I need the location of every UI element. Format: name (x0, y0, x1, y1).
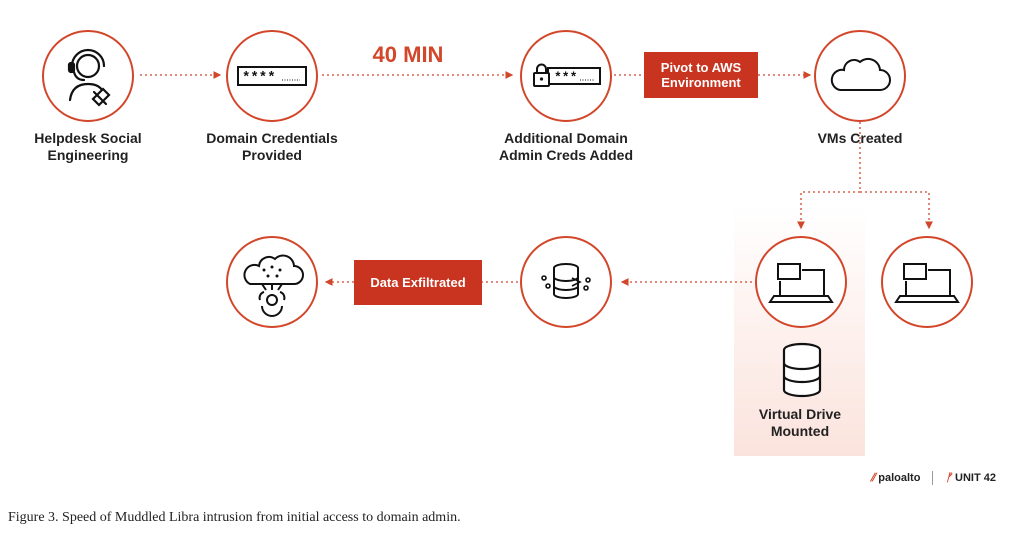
credentials-label-line1: Domain Credentials (206, 130, 338, 146)
password-mask-text: **** (242, 70, 276, 86)
pivot-tag-line2: Environment (661, 75, 741, 90)
credentials-label: Domain Credentials Provided (196, 130, 348, 164)
vms-label: VMs Created (790, 130, 930, 147)
pivot-tag: Pivot to AWS Environment (644, 52, 758, 98)
compromised-cloud-icon (243, 254, 304, 317)
virtual-drive-label: Virtual Drive Mounted (740, 406, 860, 440)
connector-branch-laptop2 (860, 191, 933, 230)
credentials-node: **** (226, 30, 318, 122)
vm-laptop-2-node (881, 236, 973, 328)
database-transfer-icon (541, 263, 591, 299)
admin-mask-text: *** (554, 70, 577, 85)
helpdesk-label: Helpdesk Social Engineering (20, 130, 156, 164)
headset-agent-icon (67, 48, 111, 107)
virtual-drive-label-line1: Virtual Drive (758, 406, 842, 422)
credentials-label-line2: Provided (242, 147, 302, 163)
helpdesk-label-line1: Helpdesk Social (34, 130, 142, 146)
exfil-tag-line1: Data Exfiltrated (370, 275, 466, 290)
locked-password-icon: *** (533, 63, 601, 87)
vms-node (814, 30, 906, 122)
connector-branch-laptop1 (797, 191, 860, 230)
helpdesk-label-line2: Engineering (47, 147, 129, 163)
admin-creds-label: Additional Domain Admin Creds Added (488, 130, 644, 164)
paloalto-logo-text: paloalto (878, 472, 921, 484)
pivot-tag-line1: Pivot to AWS (660, 60, 742, 75)
vm-laptop-1-node (755, 236, 847, 328)
brand-logos: ⫽ paloalto ᚠ UNIT 42 (870, 471, 996, 485)
virtual-drive-label-line2: Mounted (770, 423, 830, 439)
figure-caption: Figure 3. Speed of Muddled Libra intrusi… (8, 510, 461, 525)
laptop-icon (768, 263, 834, 303)
exfil-tag: Data Exfiltrated (354, 260, 482, 305)
time-marker: 40 MIN (372, 42, 444, 67)
logo-separator (932, 471, 934, 485)
laptop-icon (894, 263, 960, 303)
admin-creds-node: *** (520, 30, 612, 122)
helpdesk-node (42, 30, 134, 122)
password-field-icon: **** (237, 66, 307, 86)
admin-creds-label-line1: Additional Domain (504, 130, 628, 146)
unit42-logo-text: UNIT 42 (955, 472, 996, 484)
data-store-node (520, 236, 612, 328)
exfil-cloud-node (226, 236, 318, 328)
vms-label-line1: VMs Created (817, 130, 903, 146)
paloalto-mark-icon: ⫽ (870, 471, 876, 484)
admin-creds-label-line2: Admin Creds Added (498, 147, 634, 163)
unit42-mark-icon: ᚠ (945, 472, 953, 484)
cloud-icon (830, 57, 891, 91)
database-icon (782, 342, 822, 398)
